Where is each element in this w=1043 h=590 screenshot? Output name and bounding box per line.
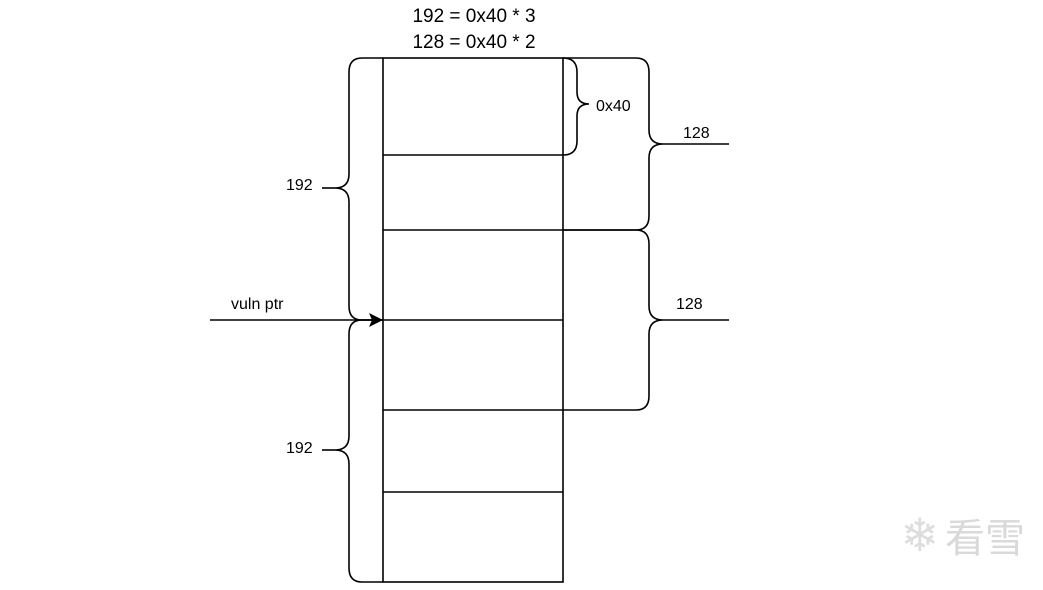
arrow-head-icon [369, 313, 383, 327]
label-left-lower-192: 192 [286, 440, 313, 457]
brace-right-upper-128 [563, 57, 664, 231]
label-right-lower-128: 128 [676, 296, 703, 313]
brace-left-upper-192 [334, 57, 383, 321]
watermark-text: 看雪 [945, 516, 1025, 562]
label-0x40: 0x40 [596, 98, 631, 115]
brace-right-lower-128 [563, 229, 664, 411]
title-equation-128: 128 = 0x40 * 2 [412, 32, 535, 53]
watermark-logo: ❄ 看雪 [900, 506, 1025, 564]
brace-0x40 [562, 57, 590, 156]
snowflake-icon: ❄ [900, 508, 939, 562]
label-left-upper-192: 192 [286, 177, 313, 194]
memory-chunks [383, 154, 563, 493]
brace-left-lower-192 [334, 319, 383, 583]
label-vuln-ptr: vuln ptr [231, 296, 284, 313]
label-right-upper-128: 128 [683, 125, 710, 142]
title-equation-192: 192 = 0x40 * 3 [412, 6, 535, 27]
